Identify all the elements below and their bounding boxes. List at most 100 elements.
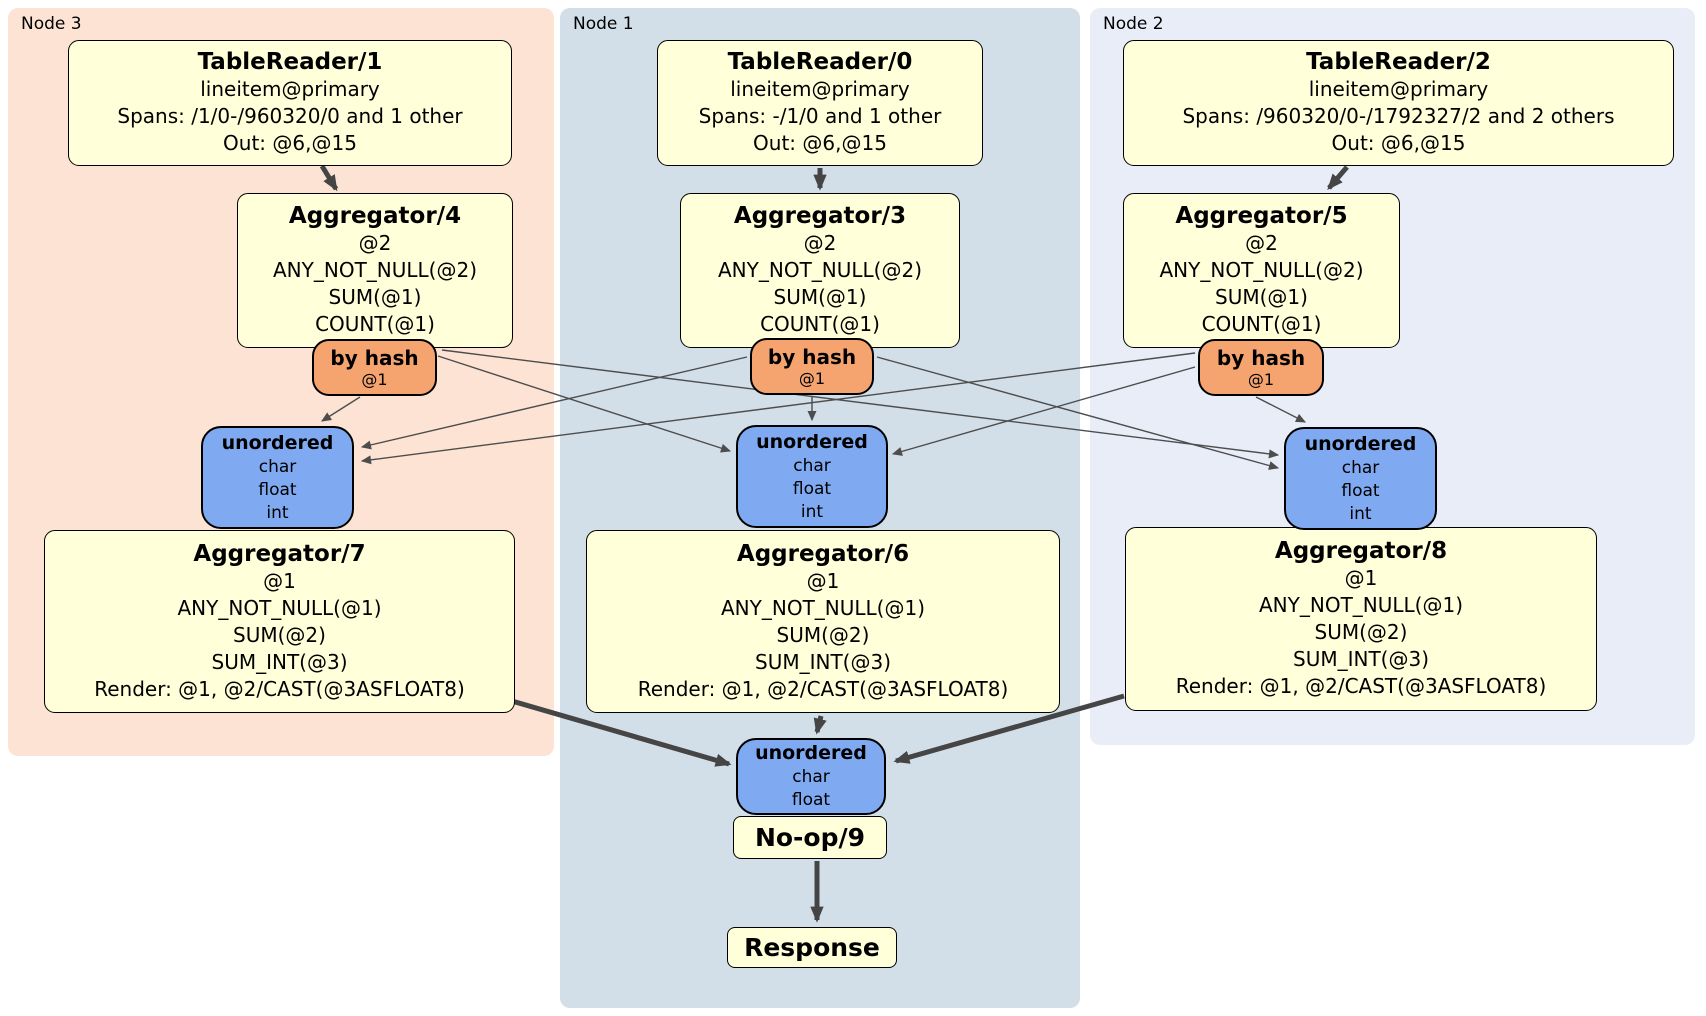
sync-unordered-node3-title: unordered — [221, 431, 334, 454]
hash-router-node1-title: by hash — [767, 344, 857, 369]
edge-byhash3-sync2 — [441, 349, 1280, 459]
aggregator-8-title: Aggregator/8 — [1274, 538, 1448, 564]
aggregator-3-fn2: SUM(@1) — [773, 285, 867, 309]
hash-router-node1: by hash @1 — [750, 338, 874, 395]
edge-byhash1-sync3 — [360, 356, 748, 450]
edge-agg6-finalsync — [813, 715, 827, 735]
aggregator-7-fn2: SUM(@2) — [233, 622, 326, 647]
aggregator-4-fn1: ANY_NOT_NULL(@2) — [273, 258, 477, 282]
aggregator-8-fn1: ANY_NOT_NULL(@1) — [1259, 593, 1463, 617]
aggregator-6-fn1: ANY_NOT_NULL(@1) — [721, 595, 925, 620]
aggregator-7-render: Render: @1, @2/CAST(@3ASFLOAT8) — [94, 676, 465, 701]
tablereader-1-box: TableReader/1 lineitem@primary Spans: /1… — [68, 40, 512, 166]
edge-tr1-agg4 — [319, 164, 339, 192]
tablereader-2-out: Out: @6,@15 — [1331, 131, 1466, 155]
tablereader-0-spans: Spans: -/1/0 and 1 other — [698, 104, 942, 128]
aggregator-8-groupcol: @1 — [1344, 566, 1378, 590]
sync-node2-type-float: float — [1341, 480, 1380, 501]
hash-router-node2: by hash @1 — [1198, 339, 1324, 396]
sync-node3-type-int: int — [266, 502, 289, 523]
aggregator-5-title: Aggregator/5 — [1175, 203, 1348, 229]
tablereader-0-out: Out: @6,@15 — [753, 131, 887, 155]
edge-agg8-finalsync — [893, 693, 1125, 764]
edge-byhash2-sync2 — [1255, 396, 1307, 423]
aggregator-8-fn2: SUM(@2) — [1314, 620, 1408, 644]
sync-node1-type-char: char — [793, 455, 831, 476]
aggregator-5-box: Aggregator/5 @2 ANY_NOT_NULL(@2) SUM(@1)… — [1123, 193, 1400, 348]
tablereader-2-box: TableReader/2 lineitem@primary Spans: /9… — [1123, 40, 1674, 166]
final-sync-unordered: unordered char float — [736, 738, 886, 815]
aggregator-5-groupcol: @2 — [1245, 231, 1278, 255]
aggregator-4-fn2: SUM(@1) — [328, 285, 422, 309]
edge-byhash1-sync2 — [876, 356, 1280, 470]
aggregator-8-box: Aggregator/8 @1 ANY_NOT_NULL(@1) SUM(@2)… — [1125, 527, 1597, 711]
sync-node2-type-int: int — [1349, 503, 1372, 524]
aggregator-7-title: Aggregator/7 — [193, 540, 366, 567]
aggregator-7-fn1: ANY_NOT_NULL(@1) — [177, 595, 382, 620]
sync-node1-type-float: float — [792, 478, 832, 499]
aggregator-6-groupcol: @1 — [806, 568, 840, 593]
sync-node3-type-char: char — [258, 456, 297, 477]
aggregator-4-groupcol: @2 — [358, 231, 392, 255]
tablereader-1-index: lineitem@primary — [200, 77, 380, 101]
sync-node3-type-float: float — [258, 479, 297, 500]
aggregator-7-box: Aggregator/7 @1 ANY_NOT_NULL(@1) SUM(@2)… — [44, 530, 515, 713]
edge-agg7-finalsync — [504, 696, 732, 767]
sync-unordered-node2-title: unordered — [1304, 432, 1417, 455]
tablereader-1-title: TableReader/1 — [197, 49, 383, 75]
edge-byhash2-sync1 — [891, 366, 1196, 456]
aggregator-6-title: Aggregator/6 — [736, 540, 910, 567]
aggregator-3-title: Aggregator/3 — [733, 203, 907, 229]
final-sync-type-float: float — [791, 790, 831, 810]
node3-label: Node 3 — [21, 14, 82, 34]
edge-byhash3-sync3 — [321, 396, 361, 422]
tablereader-2-index: lineitem@primary — [1308, 77, 1489, 101]
edge-byhash3-sync1 — [437, 355, 732, 453]
noop-box: No-op/9 — [733, 816, 887, 859]
edge-tr2-agg5 — [1327, 165, 1349, 191]
hash-router-node3-title: by hash — [330, 345, 419, 370]
aggregator-3-fn3: COUNT(@1) — [760, 312, 880, 336]
aggregator-5-fn3: COUNT(@1) — [1201, 312, 1322, 336]
hash-router-node2-title: by hash — [1216, 345, 1306, 370]
aggregator-8-fn3: SUM_INT(@3) — [1293, 647, 1429, 671]
aggregator-4-title: Aggregator/4 — [288, 203, 462, 229]
sync-unordered-node1: unordered char float int — [736, 425, 888, 528]
response-title: Response — [744, 932, 880, 962]
sync-unordered-node3: unordered char float int — [201, 426, 354, 529]
aggregator-6-box: Aggregator/6 @1 ANY_NOT_NULL(@1) SUM(@2)… — [586, 530, 1060, 713]
aggregator-3-groupcol: @2 — [803, 231, 837, 255]
tablereader-0-title: TableReader/0 — [727, 49, 913, 75]
noop-title: No-op/9 — [754, 822, 866, 852]
aggregator-7-groupcol: @1 — [263, 568, 296, 593]
final-sync-type-char: char — [792, 767, 830, 787]
final-sync-title: unordered — [755, 742, 867, 764]
edge-byhash2-sync3 — [360, 352, 1196, 465]
sync-node2-type-char: char — [1341, 457, 1380, 478]
hash-router-node3-col: @1 — [361, 369, 388, 389]
sync-unordered-node2: unordered char float int — [1284, 427, 1437, 530]
aggregator-8-render: Render: @1, @2/CAST(@3ASFLOAT8) — [1175, 674, 1547, 698]
hash-router-node2-col: @1 — [1247, 369, 1275, 389]
hash-router-node1-col: @1 — [798, 368, 826, 388]
tablereader-0-box: TableReader/0 lineitem@primary Spans: -/… — [657, 40, 983, 166]
aggregator-6-render: Render: @1, @2/CAST(@3ASFLOAT8) — [637, 676, 1009, 701]
hash-router-node3: by hash @1 — [312, 339, 437, 396]
aggregator-5-fn2: SUM(@1) — [1215, 285, 1308, 309]
node1-label: Node 1 — [573, 14, 634, 34]
tablereader-0-index: lineitem@primary — [730, 77, 910, 101]
aggregator-4-box: Aggregator/4 @2 ANY_NOT_NULL(@2) SUM(@1)… — [237, 193, 513, 348]
sync-unordered-node1-title: unordered — [756, 430, 868, 453]
aggregator-6-fn2: SUM(@2) — [776, 622, 870, 647]
response-box: Response — [727, 927, 897, 968]
aggregator-7-fn3: SUM_INT(@3) — [211, 649, 348, 674]
aggregator-5-fn1: ANY_NOT_NULL(@2) — [1159, 258, 1364, 282]
tablereader-1-out: Out: @6,@15 — [223, 131, 357, 155]
tablereader-2-spans: Spans: /960320/0-/1792327/2 and 2 others — [1182, 104, 1615, 128]
aggregator-3-box: Aggregator/3 @2 ANY_NOT_NULL(@2) SUM(@1)… — [680, 193, 960, 348]
aggregator-3-fn1: ANY_NOT_NULL(@2) — [718, 258, 922, 282]
aggregator-4-fn3: COUNT(@1) — [315, 312, 435, 336]
tablereader-2-title: TableReader/2 — [1306, 49, 1491, 75]
